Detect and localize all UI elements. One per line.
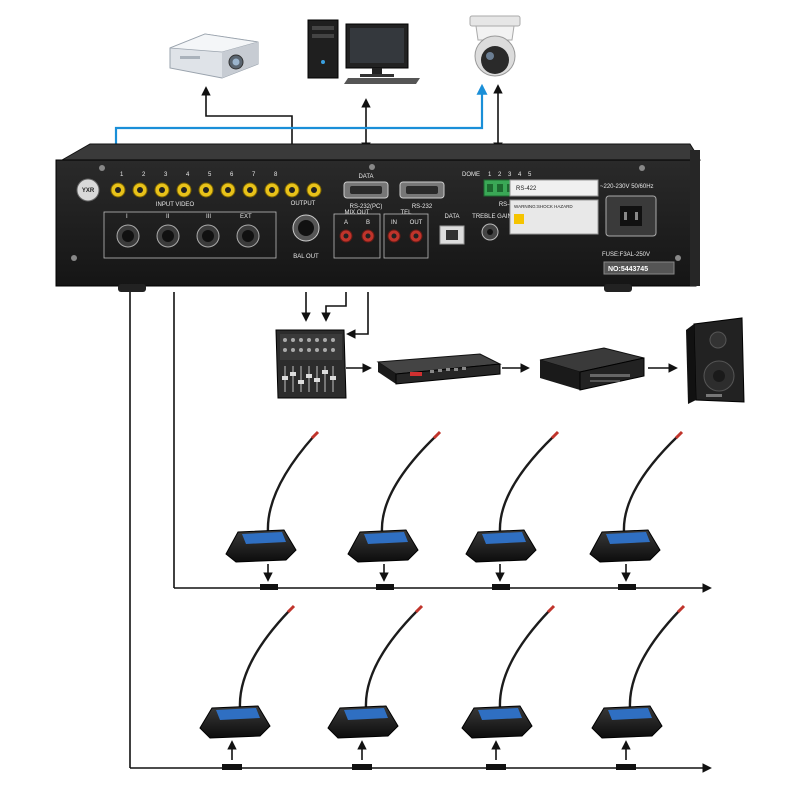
conference-microphone-6 [327,604,424,770]
tel-in-label: IN [391,220,397,226]
input-number-2: 2 [142,172,146,178]
fuse-label: FUSE:F3AL-250V [602,252,650,258]
rs422-label: RS-422 [499,202,520,208]
warning-label: WARNING:SHOCK HAZARD [514,204,573,209]
data-port-label: DATA [444,214,459,220]
treble-gain-knob: TREBLE GAIN [472,214,512,241]
loudspeaker-icon [686,317,745,404]
top-connection-lines [201,84,503,152]
input-number-3: 3 [164,172,168,178]
tel-out-label: OUT [410,220,423,226]
label-sticker: RS-422 WARNING:SHOCK HAZARD [509,179,599,235]
dome-pin-1: 1 [488,172,492,178]
input-video-section: 1 2 3 4 5 6 7 8 INPUT VIDEO I II III [103,172,280,259]
input-number-6: 6 [230,172,234,178]
tel-label: TEL [400,210,412,216]
input-video-label: INPUT VIDEO [156,202,195,208]
output-section: OUTPUT BAL OUT [284,182,322,260]
rca-row [110,182,280,198]
rs422-top-label: RS-422 [516,186,537,192]
dome-pin-3: 3 [508,172,512,178]
data-port: DATA [439,214,465,245]
input-roman-2: II [166,214,170,220]
rs232-pc-port: DATA RS-232(PC) [343,174,389,210]
audio-mixer-icon [275,329,347,399]
data-label: DATA [358,174,373,180]
conference-microphone-7 [461,604,556,770]
power-label: ~220-230V 50/60Hz [600,184,654,190]
brand-badge: YXR [76,178,100,202]
input-number-4: 4 [186,172,190,178]
input-number-7: 7 [252,172,256,178]
projector-icon [169,33,259,79]
mix-b-label: B [366,220,370,226]
treble-label: TREBLE GAIN [472,214,512,220]
main-control-unit: YXR 1 2 3 4 5 6 7 8 INPUT VIDEO [55,143,701,292]
input-roman-1: I [126,214,128,220]
dome-camera-icon [469,15,521,77]
conference-microphone-8 [591,604,686,770]
bal-out-label: BAL OUT [293,254,319,260]
input-roman-4: EXT [240,214,252,220]
conference-microphone-4 [589,430,684,590]
dome-pin-4: 4 [518,172,522,178]
dome-label: DOME [462,172,480,178]
microphone-row-2 [199,604,686,770]
input-number-5: 5 [208,172,212,178]
dome-pin-5: 5 [528,172,532,178]
microphone-row-1 [225,430,684,590]
dome-pin-2: 2 [498,172,502,178]
mix-a-label: A [344,220,348,226]
serial-label: NO:5443745 [608,266,648,273]
computer-icon [307,19,420,84]
audio-processor-icon [376,353,502,385]
input-roman-3: III [206,214,211,220]
audio-chain-lines [301,292,678,373]
din-connectors [116,224,260,248]
mixout-label: MIX OUT [345,210,370,216]
power-amplifier-icon [539,347,645,391]
rs232-label: RS-232 [412,204,433,210]
tel-section: TEL IN OUT [383,210,429,259]
power-section: ~220-230V 50/60Hz FUSE:F3AL-250V NO:5443… [600,184,675,275]
output-label: OUTPUT [291,201,316,207]
conference-microphone-1 [225,430,320,590]
video-blue-link [110,83,488,161]
mix-out-section: MIX OUT A B [333,210,381,259]
input-number-8: 8 [274,172,278,178]
input-number-1: 1 [120,172,124,178]
conference-microphone-3 [465,430,560,590]
conference-microphone-2 [347,430,442,590]
brand-text: YXR [82,188,95,194]
rs232pc-label: RS-232(PC) [350,204,383,210]
rs232-port: RS-232 [399,181,445,210]
conference-microphone-5 [199,604,296,770]
